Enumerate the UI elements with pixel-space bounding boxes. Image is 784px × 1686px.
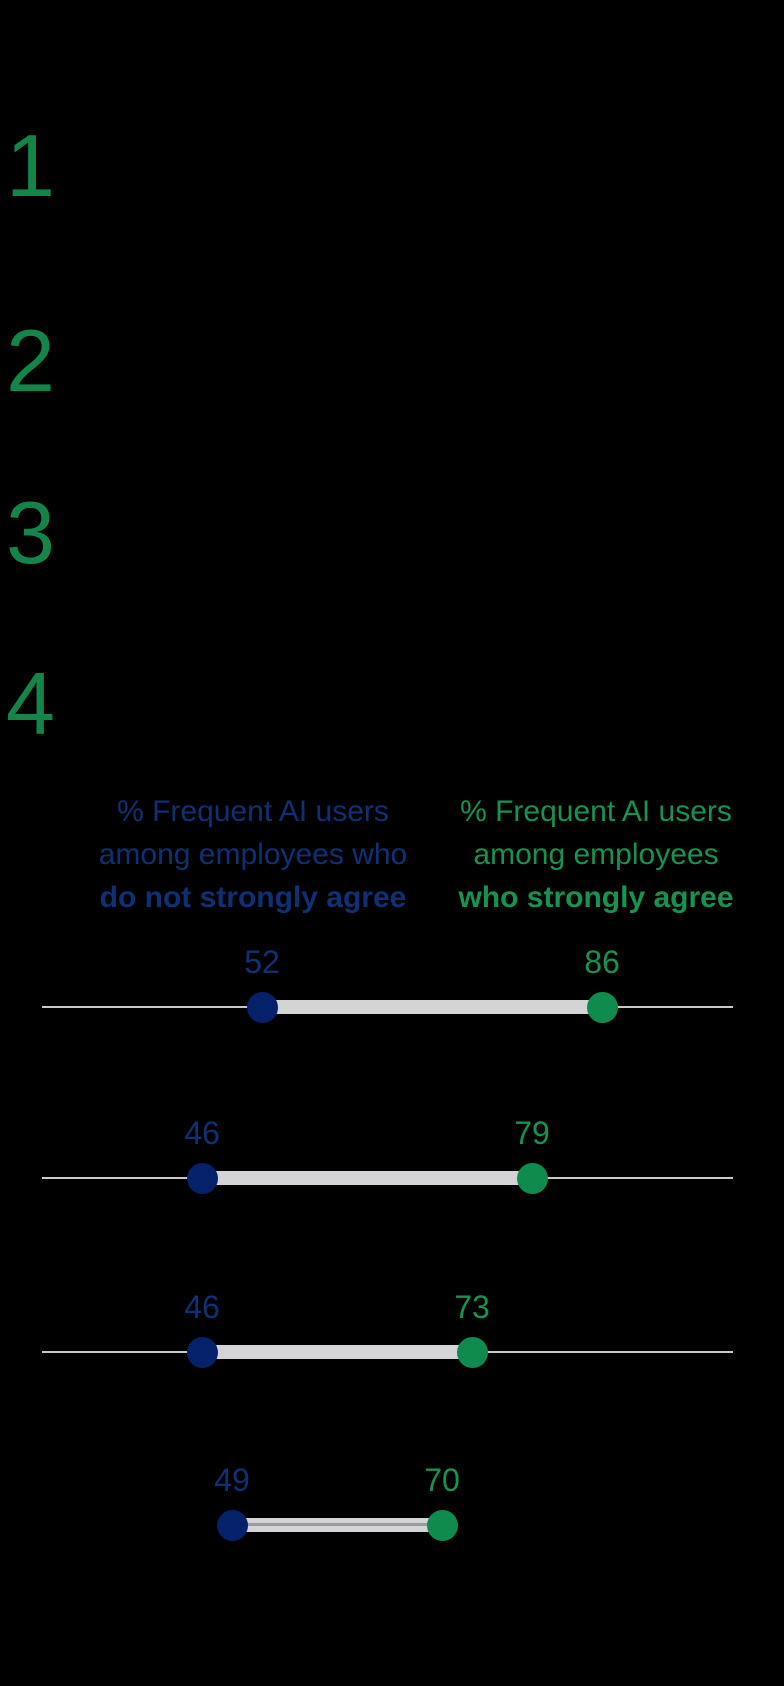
step-number-2: 2	[6, 311, 55, 410]
column-header-right-line1: % Frequent AI users	[460, 795, 732, 828]
dot-not-strongly-agree	[186, 1162, 218, 1194]
connector-bar	[262, 1000, 602, 1014]
column-header-left-line2: among employees who	[98, 838, 408, 871]
dot-strongly-agree	[516, 1162, 548, 1194]
value-label-strongly-agree: 86	[584, 944, 620, 980]
dot-not-strongly-agree	[246, 991, 278, 1023]
column-header-right-line3: who strongly agree	[458, 881, 734, 914]
dot-not-strongly-agree	[216, 1509, 248, 1541]
column-header-not-strongly-agree: % Frequent AI users among employees who …	[70, 790, 436, 919]
value-label-not-strongly-agree: 46	[184, 1115, 220, 1151]
value-label-strongly-agree: 79	[514, 1115, 550, 1151]
connector-bar	[202, 1345, 472, 1359]
value-label-not-strongly-agree: 49	[214, 1462, 250, 1498]
dot-strongly-agree	[456, 1336, 488, 1368]
column-header-left-line3: do not strongly agree	[99, 881, 407, 914]
column-header-right-line2: among employees	[473, 838, 719, 871]
value-label-not-strongly-agree: 52	[244, 944, 280, 980]
column-header-left-line1: % Frequent AI users	[117, 795, 389, 828]
step-number-3: 3	[6, 483, 55, 582]
dot-strongly-agree	[426, 1509, 458, 1541]
step-number-1: 1	[6, 116, 55, 215]
value-label-strongly-agree: 70	[424, 1462, 460, 1498]
axis-line-short	[232, 1523, 442, 1526]
value-label-not-strongly-agree: 46	[184, 1289, 220, 1325]
value-label-strongly-agree: 73	[454, 1289, 490, 1325]
step-number-4: 4	[6, 654, 55, 753]
dot-not-strongly-agree	[186, 1336, 218, 1368]
column-header-strongly-agree: % Frequent AI users among employees who …	[446, 790, 746, 919]
connector-bar	[202, 1171, 532, 1185]
dot-strongly-agree	[586, 991, 618, 1023]
